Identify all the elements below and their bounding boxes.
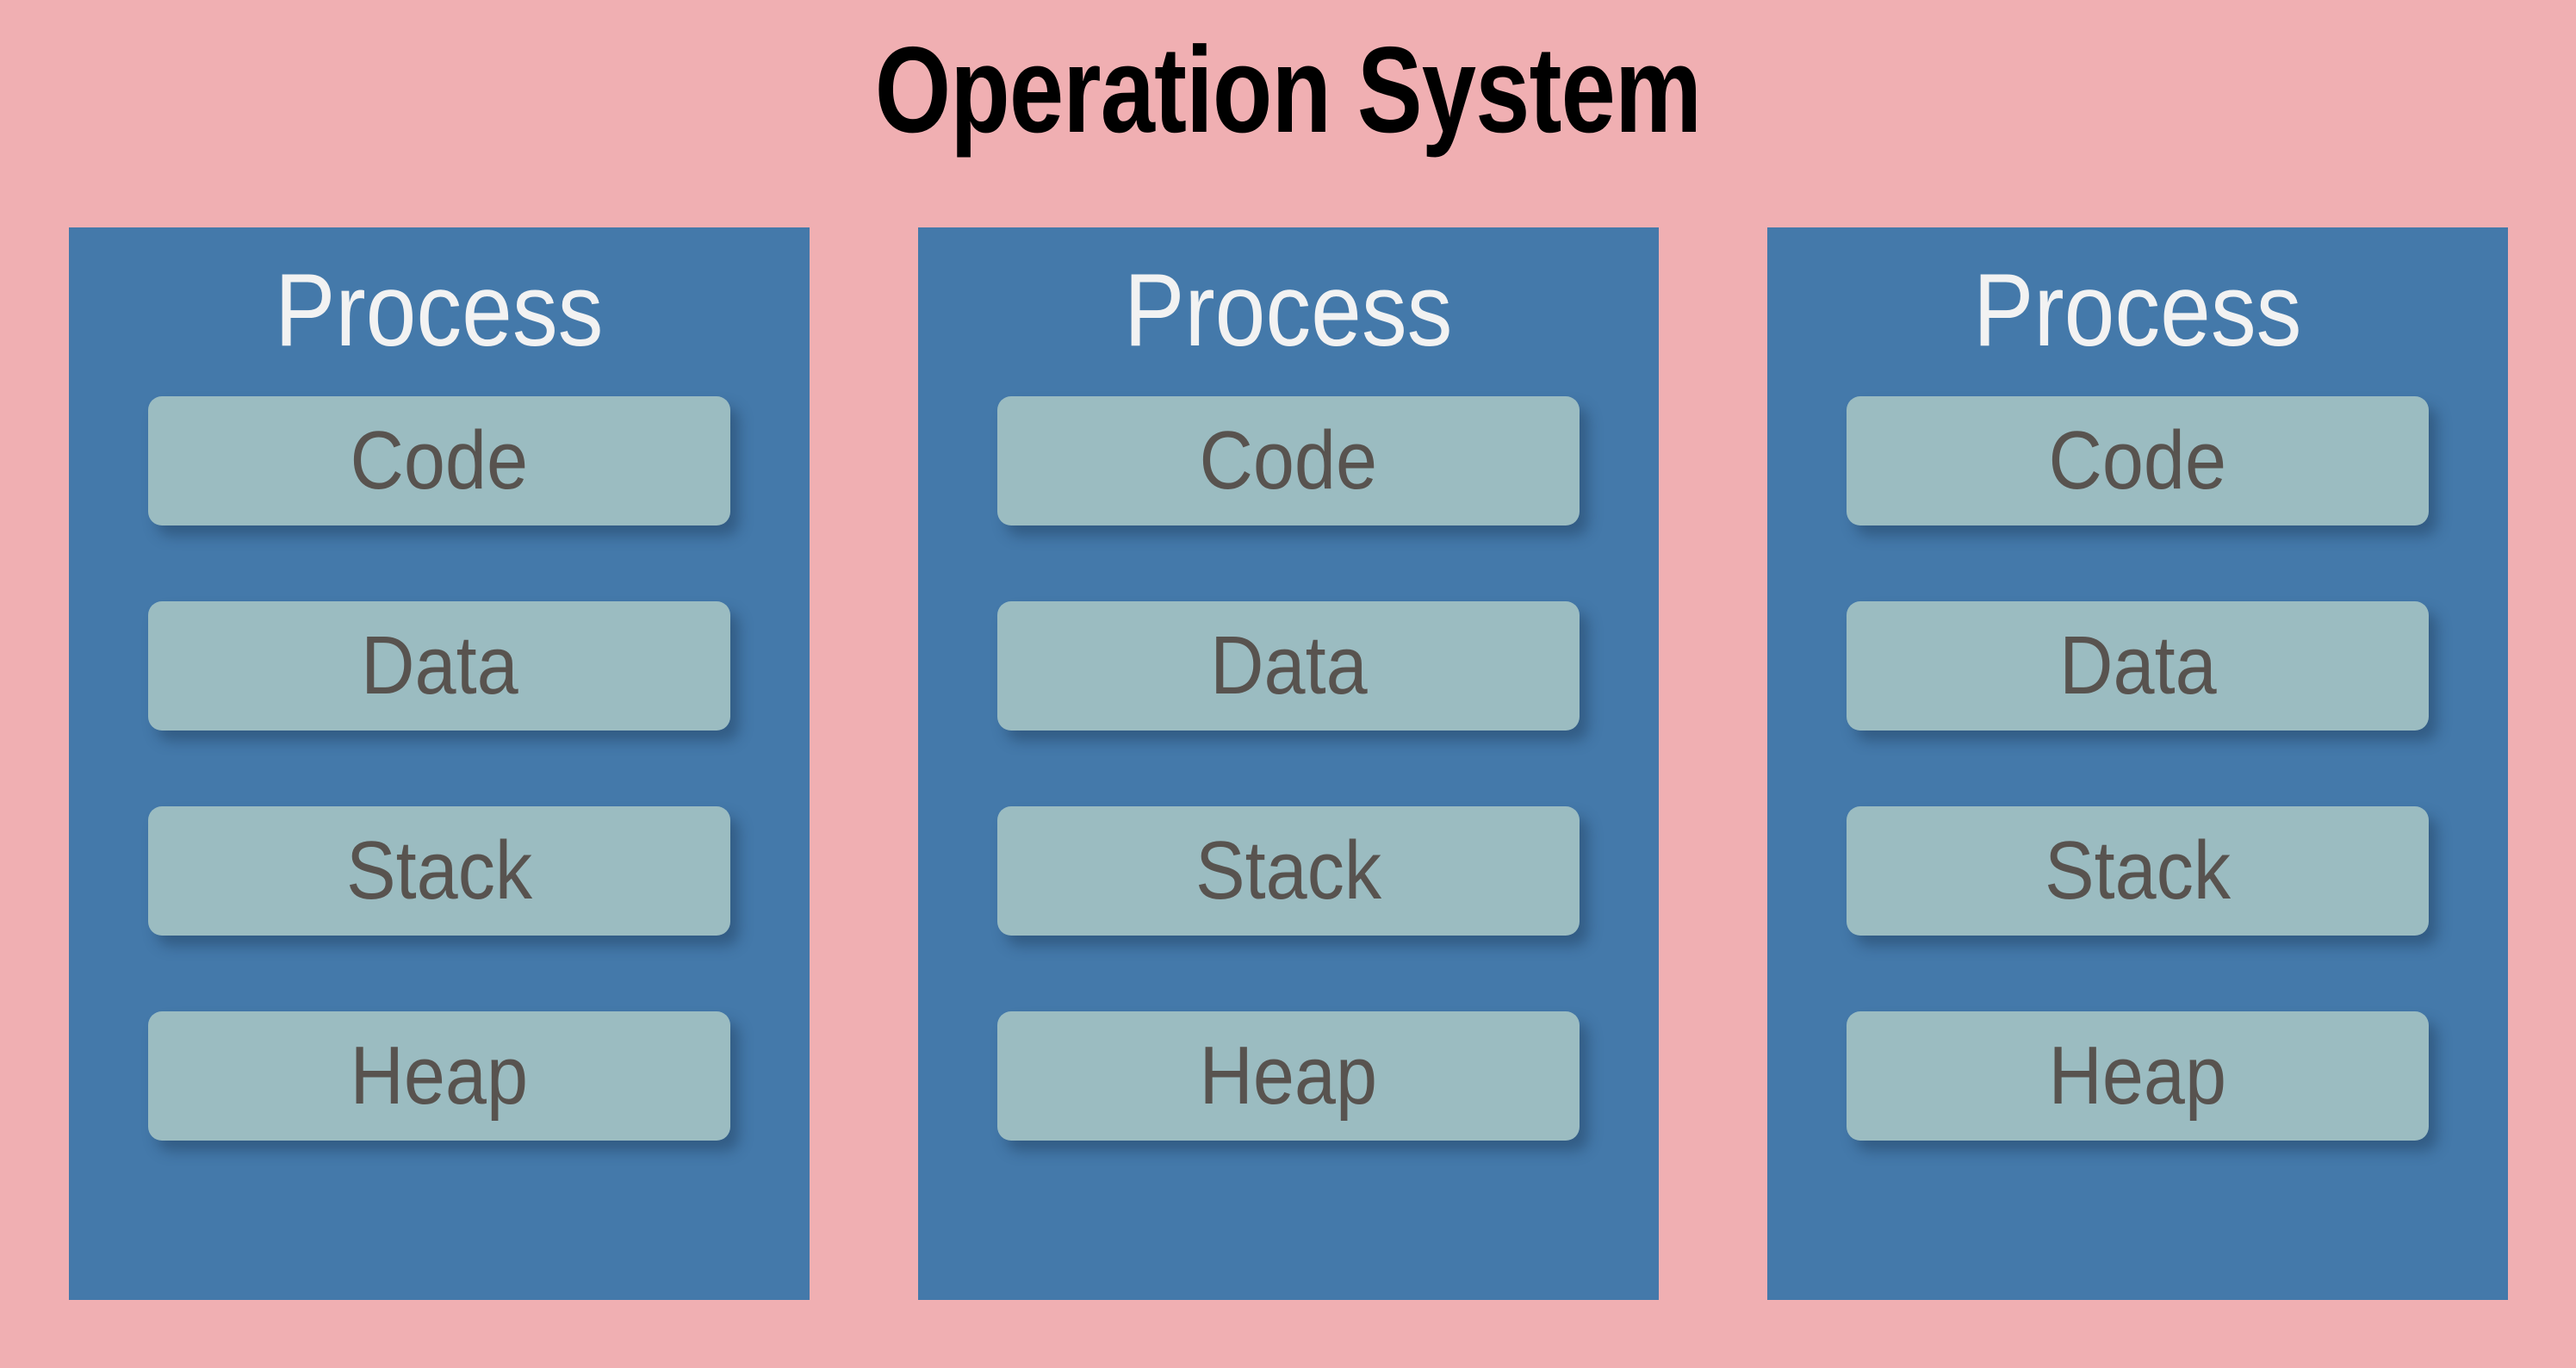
memory-segment-stack: Stack bbox=[148, 806, 730, 936]
segment-list: Code Data Stack Heap bbox=[1767, 396, 2508, 1141]
memory-segment-data: Data bbox=[148, 601, 730, 731]
memory-segment-data: Data bbox=[1847, 601, 2429, 731]
segment-label: Code bbox=[1199, 414, 1378, 507]
segment-label: Stack bbox=[2044, 824, 2231, 917]
process-box-2: Process Code Data Stack Heap bbox=[918, 227, 1659, 1300]
memory-segment-stack: Stack bbox=[1847, 806, 2429, 936]
memory-segment-code: Code bbox=[997, 396, 1580, 525]
diagram-title: Operation System bbox=[874, 22, 1702, 159]
process-box-3: Process Code Data Stack Heap bbox=[1767, 227, 2508, 1300]
segment-label: Heap bbox=[1199, 1029, 1378, 1122]
segment-label: Stack bbox=[345, 824, 533, 917]
segment-label: Stack bbox=[1195, 824, 1382, 917]
segment-label: Code bbox=[350, 414, 529, 507]
process-title: Process bbox=[275, 252, 604, 368]
segment-label: Data bbox=[2058, 619, 2217, 712]
process-box-1: Process Code Data Stack Heap bbox=[69, 227, 810, 1300]
memory-segment-heap: Heap bbox=[997, 1011, 1580, 1141]
segment-label: Heap bbox=[2048, 1029, 2227, 1122]
segment-label: Heap bbox=[350, 1029, 529, 1122]
segment-label: Code bbox=[2048, 414, 2227, 507]
memory-segment-heap: Heap bbox=[1847, 1011, 2429, 1141]
segment-label: Data bbox=[360, 619, 518, 712]
process-title: Process bbox=[1973, 252, 2302, 368]
memory-segment-heap: Heap bbox=[148, 1011, 730, 1141]
process-row: Process Code Data Stack Heap Process Cod… bbox=[69, 227, 2508, 1300]
process-title: Process bbox=[1124, 252, 1453, 368]
segment-list: Code Data Stack Heap bbox=[69, 396, 810, 1141]
memory-segment-data: Data bbox=[997, 601, 1580, 731]
segment-list: Code Data Stack Heap bbox=[918, 396, 1659, 1141]
memory-segment-code: Code bbox=[1847, 396, 2429, 525]
memory-segment-code: Code bbox=[148, 396, 730, 525]
segment-label: Data bbox=[1209, 619, 1368, 712]
memory-segment-stack: Stack bbox=[997, 806, 1580, 936]
